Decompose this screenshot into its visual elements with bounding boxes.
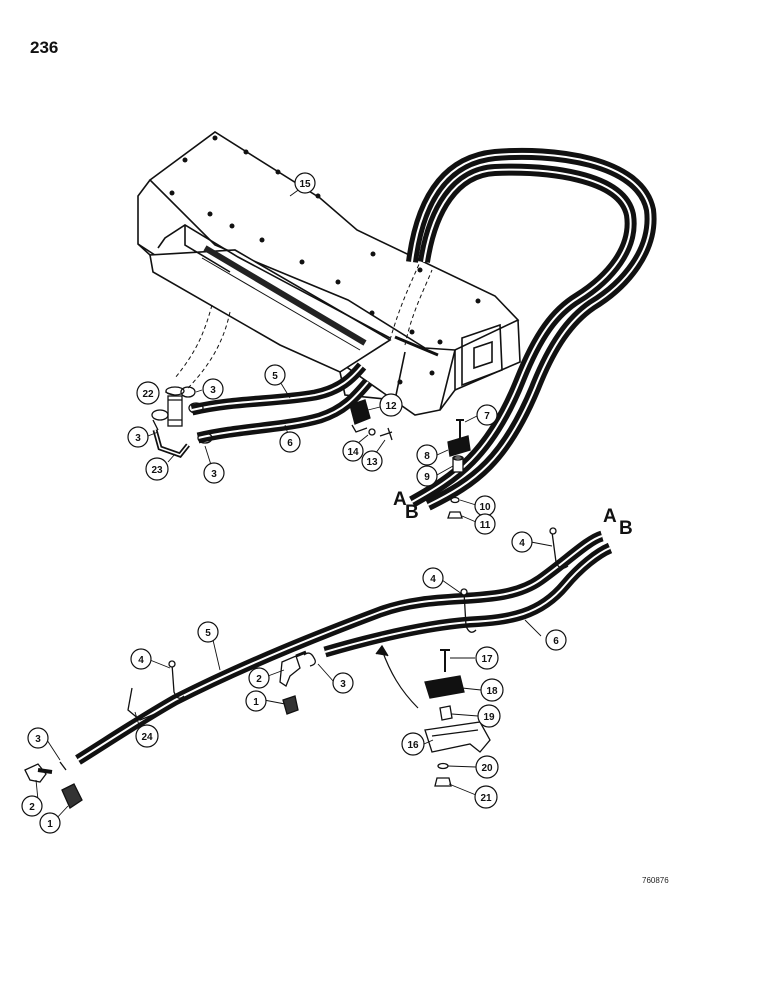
svg-text:15: 15 xyxy=(299,179,311,190)
callout-14: 14 xyxy=(342,440,364,462)
hardware-upper xyxy=(151,386,471,519)
page-number: 236 xyxy=(30,38,59,57)
svg-text:2: 2 xyxy=(29,802,35,813)
svg-text:10: 10 xyxy=(479,502,491,513)
callout-22: 22 xyxy=(136,381,160,405)
callout-8: 8 xyxy=(416,444,438,466)
svg-text:20: 20 xyxy=(481,763,493,774)
svg-text:3: 3 xyxy=(340,679,346,690)
callout-12: 12 xyxy=(379,393,403,417)
callout-19: 19 xyxy=(477,704,501,728)
callout-10: 10 xyxy=(474,495,496,517)
svg-text:12: 12 xyxy=(385,401,397,412)
callout-17: 17 xyxy=(475,646,499,670)
hose-end-a-lower: A xyxy=(603,506,617,527)
svg-text:6: 6 xyxy=(553,636,559,647)
svg-text:5: 5 xyxy=(205,628,211,639)
callout-3: 3 xyxy=(27,727,49,749)
callout-3: 3 xyxy=(202,378,224,400)
callout-5: 5 xyxy=(197,621,219,643)
callout-5: 5 xyxy=(264,364,286,386)
svg-text:3: 3 xyxy=(210,385,216,396)
callout-4: 4 xyxy=(422,567,444,589)
callout-2: 2 xyxy=(248,667,270,689)
callout-13: 13 xyxy=(361,450,383,472)
callout-20: 20 xyxy=(475,755,499,779)
svg-text:1: 1 xyxy=(47,819,53,830)
callout-1: 1 xyxy=(39,812,61,834)
callout-4: 4 xyxy=(511,531,533,553)
callout-18: 18 xyxy=(480,678,504,702)
callout-21: 21 xyxy=(474,785,498,809)
callout-3: 3 xyxy=(127,426,149,448)
svg-text:17: 17 xyxy=(481,654,493,665)
callout-3: 3 xyxy=(332,672,354,694)
svg-text:4: 4 xyxy=(138,655,144,666)
svg-text:8: 8 xyxy=(424,451,430,462)
callout-24: 24 xyxy=(135,724,159,748)
hose-6-lower xyxy=(323,542,613,658)
svg-text:4: 4 xyxy=(519,538,525,549)
svg-text:3: 3 xyxy=(211,469,217,480)
hidden-hose-lines xyxy=(174,261,433,389)
hose-end-a-upper: A xyxy=(393,489,407,510)
callout-1: 1 xyxy=(245,690,267,712)
svg-text:24: 24 xyxy=(141,732,153,743)
callout-6: 6 xyxy=(279,431,301,453)
svg-text:1: 1 xyxy=(253,697,259,708)
callout-3: 3 xyxy=(203,462,225,484)
loop-hose-b xyxy=(406,147,657,511)
callout-9: 9 xyxy=(416,465,438,487)
svg-text:23: 23 xyxy=(151,465,163,476)
svg-text:7: 7 xyxy=(484,411,490,422)
hose-5-lower xyxy=(75,530,604,765)
svg-text:16: 16 xyxy=(407,740,419,751)
svg-text:4: 4 xyxy=(430,574,436,585)
svg-text:3: 3 xyxy=(35,734,41,745)
svg-text:21: 21 xyxy=(480,793,492,804)
callout-7: 7 xyxy=(476,404,498,426)
svg-text:5: 5 xyxy=(272,371,278,382)
leader-lines-lower xyxy=(35,541,553,821)
svg-text:2: 2 xyxy=(256,674,262,685)
hose-5-upper xyxy=(190,362,367,416)
hardware-lower xyxy=(24,527,569,809)
callout-15: 15 xyxy=(294,172,316,194)
callout-11: 11 xyxy=(474,513,496,535)
heater-box xyxy=(137,131,521,416)
figure-code: 760876 xyxy=(642,876,669,885)
svg-text:6: 6 xyxy=(287,438,293,449)
callout-6: 6 xyxy=(545,629,567,651)
callout-2: 2 xyxy=(21,795,43,817)
callout-16: 16 xyxy=(401,732,425,756)
svg-text:19: 19 xyxy=(483,712,495,723)
hose-6-upper xyxy=(196,378,373,444)
svg-text:18: 18 xyxy=(486,686,498,697)
hose-end-b-lower: B xyxy=(619,518,633,539)
svg-text:3: 3 xyxy=(135,433,141,444)
callout-4: 4 xyxy=(130,648,152,670)
hose-end-b-upper: B xyxy=(405,502,419,523)
svg-text:22: 22 xyxy=(142,389,154,400)
loop-hose-a xyxy=(409,163,637,508)
svg-text:13: 13 xyxy=(366,457,378,468)
svg-text:11: 11 xyxy=(480,520,491,531)
svg-text:14: 14 xyxy=(347,447,359,458)
svg-text:9: 9 xyxy=(424,472,430,483)
callout-23: 23 xyxy=(145,457,169,481)
